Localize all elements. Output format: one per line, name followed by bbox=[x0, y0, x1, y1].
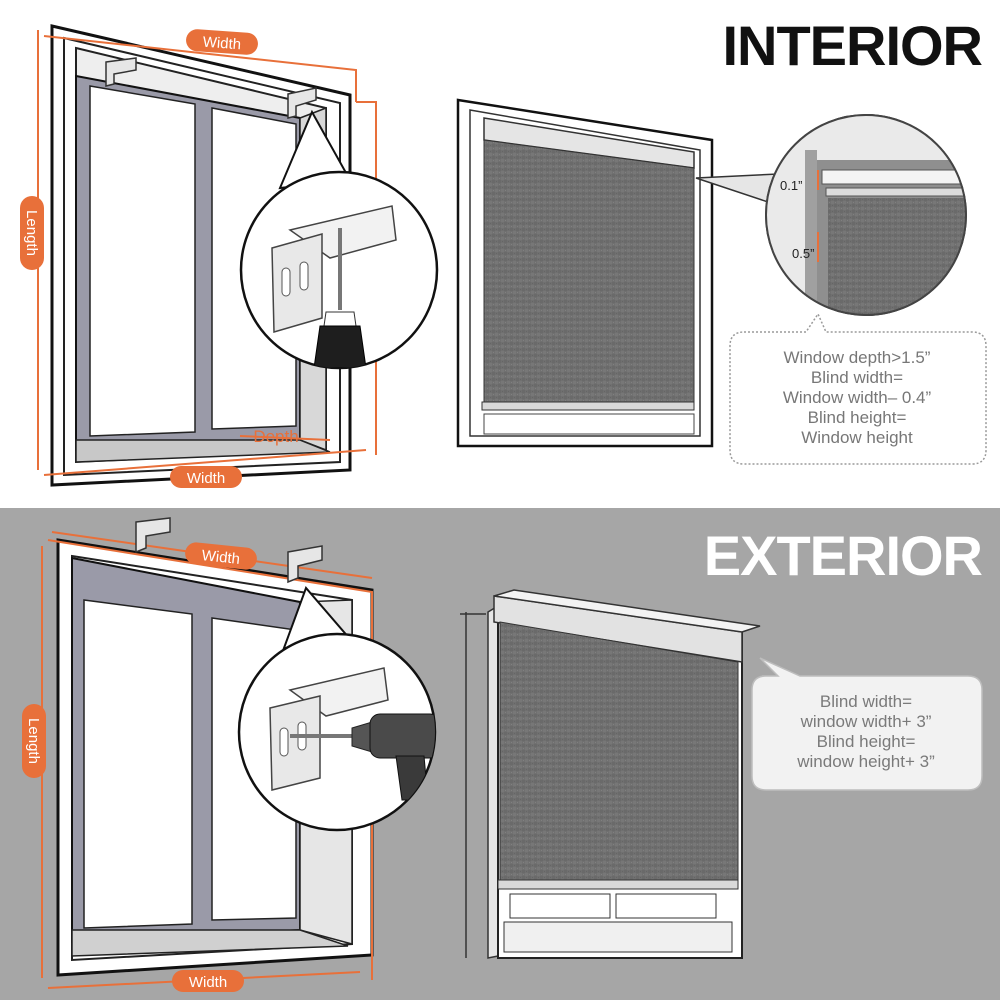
exterior-note-line: Blind width= bbox=[819, 692, 913, 711]
svg-text:Length: Length bbox=[23, 210, 40, 256]
exterior-note-line: window height+ 3” bbox=[797, 752, 935, 771]
svg-text:Length: Length bbox=[25, 718, 42, 764]
mounting-bracket-icon bbox=[135, 517, 323, 584]
gap-top-label: 0.1” bbox=[780, 178, 802, 193]
interior-note: Window depth>1.5” Blind width= Window wi… bbox=[731, 348, 983, 448]
width-label-bottom: Width bbox=[170, 466, 242, 488]
screwdriver-icon bbox=[313, 311, 367, 368]
interior-note-line: Blind height= bbox=[807, 408, 907, 427]
length-label-left: Length bbox=[22, 704, 46, 778]
exterior-title: EXTERIOR bbox=[703, 524, 983, 587]
svg-text:Width: Width bbox=[201, 547, 241, 568]
svg-text:Depth: Depth bbox=[253, 427, 298, 446]
exterior-bracket-zoom bbox=[237, 586, 437, 832]
interior-blind bbox=[456, 98, 714, 448]
exterior-note-line: Blind height= bbox=[816, 732, 916, 751]
interior-note-line: Window depth>1.5” bbox=[783, 348, 931, 367]
depth-label: Depth bbox=[253, 427, 298, 446]
interior-note-line: Blind width= bbox=[810, 368, 904, 387]
interior-note-line: Window height bbox=[801, 428, 913, 447]
interior-note-bubble bbox=[729, 312, 987, 465]
interior-title: INTERIOR bbox=[722, 14, 983, 77]
exterior-note: Blind width= window width+ 3” Blind heig… bbox=[752, 692, 980, 772]
gap-side-label: 0.5” bbox=[792, 246, 814, 261]
interior-note-line: Window width– 0.4” bbox=[782, 388, 932, 407]
length-label-left: Length bbox=[20, 196, 44, 270]
power-drill-icon bbox=[351, 713, 435, 801]
exterior-blind bbox=[460, 589, 761, 959]
width-label-bottom: Width bbox=[172, 970, 244, 992]
svg-text:Width: Width bbox=[189, 974, 227, 991]
width-label-top: Width bbox=[186, 29, 258, 55]
exterior-note-line: window width+ 3” bbox=[800, 712, 932, 731]
exterior-note-bubble bbox=[751, 657, 983, 791]
svg-text:Width: Width bbox=[187, 470, 225, 487]
svg-text:Width: Width bbox=[202, 34, 241, 54]
interior-bracket-zoom bbox=[239, 109, 439, 370]
width-label-top: Width bbox=[185, 542, 257, 570]
mounting-bracket-icon bbox=[105, 57, 317, 119]
